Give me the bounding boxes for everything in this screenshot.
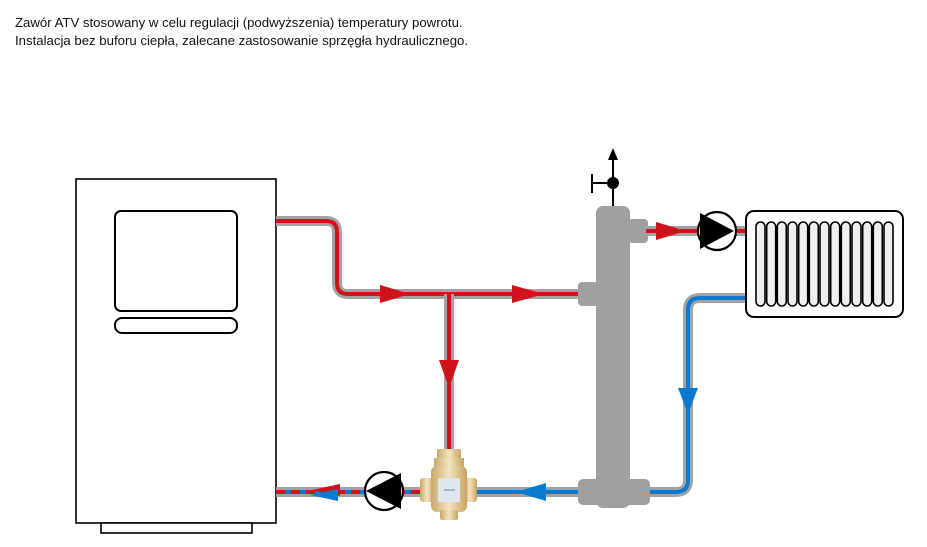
hot-supply-pipe xyxy=(276,216,585,455)
radiator xyxy=(745,210,904,318)
radiator-fin xyxy=(829,221,841,307)
boiler-control-strip xyxy=(114,317,238,334)
radiator-fins xyxy=(755,221,894,307)
radiator-fin xyxy=(819,221,830,307)
air-vent xyxy=(591,148,619,206)
radiator-fin xyxy=(851,221,862,307)
pump-triangle-left xyxy=(366,473,401,509)
flow-arrow-cold-left xyxy=(516,483,546,501)
radiator-fin xyxy=(776,221,788,307)
radiator-fin xyxy=(883,221,894,307)
flow-arrow-hot-right-2 xyxy=(512,285,544,303)
flow-arrow-mixed-left-cold xyxy=(310,489,338,501)
boiler xyxy=(75,178,277,534)
caption-line-2: Instalacja bez buforu ciepła, zalecane z… xyxy=(15,33,469,48)
flow-arrow-cold-down xyxy=(678,388,698,414)
flow-arrow-hot-right-3 xyxy=(656,222,686,240)
boiler-display-panel xyxy=(114,210,238,312)
caption: Zawór ATV stosowany w celu regulacji (po… xyxy=(15,14,468,50)
radiator-fin xyxy=(840,221,852,307)
hydraulic-separator xyxy=(578,206,650,508)
supply-pump xyxy=(696,210,738,252)
radiator-fin xyxy=(765,221,777,307)
flow-arrow-hot-down xyxy=(439,360,459,388)
atv-valve xyxy=(420,449,477,520)
radiator-fin xyxy=(872,221,884,307)
radiator-fin xyxy=(797,221,809,307)
radiator-fin xyxy=(787,221,798,307)
radiator-fin xyxy=(861,221,873,307)
return-pump xyxy=(363,470,405,512)
vent-arrow-up-icon xyxy=(608,148,618,160)
pump-triangle-right xyxy=(700,213,734,249)
radiator-fin xyxy=(808,221,820,307)
boiler-base xyxy=(100,522,253,534)
caption-line-1: Zawór ATV stosowany w celu regulacji (po… xyxy=(15,15,463,30)
flow-arrow-hot-right-1 xyxy=(380,285,410,303)
radiator-fin xyxy=(755,221,766,307)
